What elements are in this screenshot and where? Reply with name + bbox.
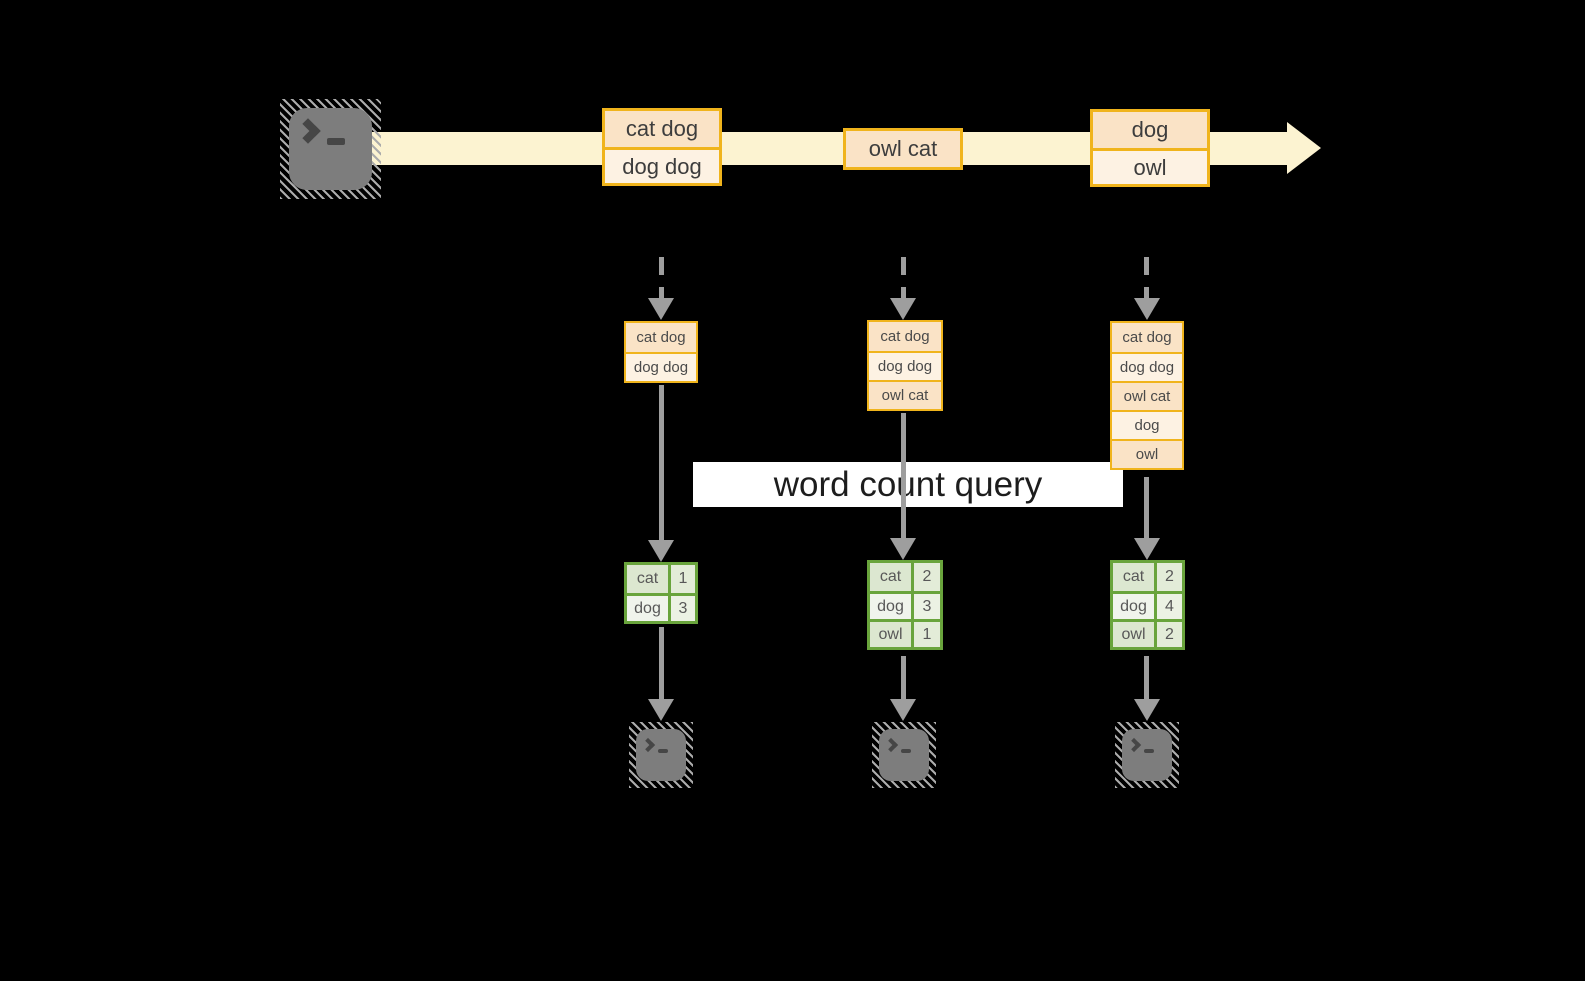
terminal-prompt-chevron-icon	[295, 118, 321, 144]
result-count: 1	[914, 622, 940, 647]
result-row: cat 2	[1113, 563, 1182, 591]
query-arrowhead-2	[890, 538, 916, 560]
source-terminal-icon	[280, 99, 381, 199]
result-count: 2	[1157, 622, 1182, 647]
result-count: 2	[914, 563, 940, 591]
query-banner: word count query	[693, 462, 1123, 507]
result-table-2: cat 2 dog 3 owl 1	[867, 560, 943, 650]
output-arrowhead-2	[890, 699, 916, 721]
terminal-prompt-underscore-icon	[901, 749, 911, 753]
trigger-arrowhead-1	[648, 298, 674, 320]
result-word: dog	[1113, 594, 1157, 619]
sink-terminal-icon-1	[629, 722, 693, 788]
output-arrowhead-3	[1134, 699, 1160, 721]
terminal-prompt-chevron-icon	[1126, 737, 1142, 753]
input-row: owl cat	[1112, 381, 1182, 410]
result-row: dog 4	[1113, 591, 1182, 619]
query-arrow-line-3	[1144, 477, 1149, 539]
result-row: cat 2	[870, 563, 940, 591]
terminal-icon-body	[879, 729, 929, 781]
result-count: 1	[671, 565, 695, 593]
trigger-arrow-line-1	[659, 257, 664, 299]
output-arrow-line-2	[901, 656, 906, 700]
terminal-prompt-chevron-icon	[883, 737, 899, 753]
result-word: dog	[870, 594, 914, 619]
input-table-3: cat dog dog dog owl cat dog owl	[1110, 321, 1184, 470]
result-row: dog 3	[627, 593, 695, 621]
input-row: owl	[1112, 439, 1182, 468]
input-row: cat dog	[626, 323, 696, 352]
result-row: owl 2	[1113, 619, 1182, 647]
query-arrow-line-2	[901, 413, 906, 539]
input-table-2: cat dog dog dog owl cat	[867, 320, 943, 411]
result-count: 3	[671, 596, 695, 621]
record-line: owl	[1093, 148, 1207, 184]
trigger-arrow-line-3	[1144, 257, 1149, 299]
result-count: 4	[1157, 594, 1182, 619]
trigger-arrowhead-2	[890, 298, 916, 320]
input-row: cat dog	[1112, 323, 1182, 352]
result-word: owl	[1113, 622, 1157, 647]
sink-terminal-icon-2	[872, 722, 936, 788]
terminal-icon-body	[636, 729, 686, 781]
output-arrowhead-1	[648, 699, 674, 721]
result-word: cat	[870, 563, 914, 591]
result-row: owl 1	[870, 619, 940, 647]
terminal-prompt-underscore-icon	[327, 138, 345, 145]
trigger-arrowhead-3	[1134, 298, 1160, 320]
input-row: dog	[1112, 410, 1182, 439]
output-arrow-line-1	[659, 627, 664, 700]
query-arrowhead-1	[648, 540, 674, 562]
input-row: dog dog	[869, 351, 941, 380]
record-line: cat dog	[605, 111, 719, 147]
stream-batch-3-box: dog owl	[1090, 109, 1210, 187]
stream-timeline-arrowhead	[1287, 122, 1321, 174]
input-row: dog dog	[1112, 352, 1182, 381]
terminal-icon-body	[289, 108, 372, 190]
input-row: cat dog	[869, 322, 941, 351]
stream-batch-2-box: owl cat	[843, 128, 963, 170]
result-table-1: cat 1 dog 3	[624, 562, 698, 624]
query-arrow-line-1	[659, 385, 664, 541]
result-table-3: cat 2 dog 4 owl 2	[1110, 560, 1185, 650]
record-line: owl cat	[846, 131, 960, 167]
result-word: cat	[1113, 563, 1157, 591]
result-word: dog	[627, 596, 671, 621]
result-count: 2	[1157, 563, 1182, 591]
input-table-1: cat dog dog dog	[624, 321, 698, 383]
record-line: dog dog	[605, 147, 719, 183]
query-arrowhead-3	[1134, 538, 1160, 560]
terminal-prompt-underscore-icon	[1144, 749, 1154, 753]
terminal-prompt-chevron-icon	[640, 737, 656, 753]
result-row: cat 1	[627, 565, 695, 593]
input-row: owl cat	[869, 380, 941, 409]
result-word: cat	[627, 565, 671, 593]
output-arrow-line-3	[1144, 656, 1149, 700]
result-word: owl	[870, 622, 914, 647]
result-count: 3	[914, 594, 940, 619]
record-line: dog	[1093, 112, 1207, 148]
sink-terminal-icon-3	[1115, 722, 1179, 788]
result-row: dog 3	[870, 591, 940, 619]
trigger-arrow-line-2	[901, 257, 906, 299]
terminal-icon-body	[1122, 729, 1172, 781]
input-row: dog dog	[626, 352, 696, 381]
stream-batch-1-box: cat dog dog dog	[602, 108, 722, 186]
terminal-prompt-underscore-icon	[658, 749, 668, 753]
